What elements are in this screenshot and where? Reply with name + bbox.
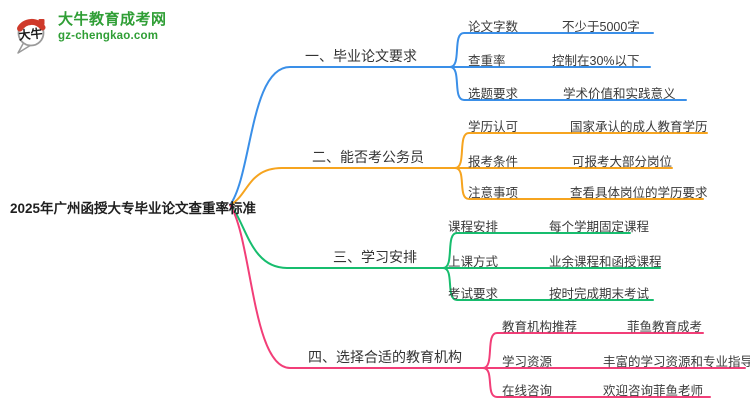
branch-2-item-2-value: 可报考大部分岗位	[572, 155, 673, 169]
branch-3-item-1-value: 每个学期固定课程	[549, 220, 650, 234]
branch-2-item-3-key: 注意事项	[468, 186, 519, 200]
branch-4-item-1-value: 菲鱼教育成考	[627, 320, 703, 334]
branch-2-item-3-value: 查看具体岗位的学历要求	[570, 186, 708, 200]
branch-1-item-2-key: 查重率	[468, 54, 506, 68]
branch-label-3: 三、学习安排	[333, 249, 417, 265]
branch-label-4: 四、选择合适的教育机构	[308, 349, 462, 365]
branch-4-item-1-key: 教育机构推荐	[502, 320, 578, 334]
branch-1-item-1-value: 不少于5000字	[562, 20, 640, 34]
site-logo[interactable]: 大牛 大牛教育成考网 gz-chengkao.com	[13, 11, 167, 60]
branch-3-connectors	[229, 204, 661, 301]
branch-1-connectors	[229, 32, 687, 206]
branch-3-item-3-value: 按时完成期末考试	[549, 287, 650, 301]
branch-3-item-3-key: 考试要求	[448, 287, 499, 301]
branch-1-item-1-key: 论文字数	[468, 20, 519, 34]
branch-1-item-2-value: 控制在30%以下	[552, 54, 640, 68]
branch-3-item-2-value: 业余课程和函授课程	[549, 255, 662, 269]
logo-bubble-icon: 大牛	[17, 18, 46, 54]
branch-2-item-1-value: 国家承认的成人教育学历	[570, 120, 708, 134]
branch-4-item-2-key: 学习资源	[502, 355, 553, 369]
central-topic: 2025年广州函授大专毕业论文查重率标准	[10, 201, 257, 216]
branch-label-2: 二、能否考公务员	[312, 149, 424, 165]
branch-4-item-3-value: 欢迎咨询菲鱼老师	[603, 384, 704, 398]
branch-2-connectors	[229, 132, 708, 206]
branch-4-item-2-value: 丰富的学习资源和专业指导	[603, 355, 750, 369]
branch-3-item-1-key: 课程安排	[448, 220, 499, 234]
branch-label-1: 一、毕业论文要求	[305, 48, 417, 64]
branch-1-item-3-key: 选题要求	[468, 87, 519, 101]
branch-4-item-3-key: 在线咨询	[502, 384, 553, 398]
logo-text-block: 大牛教育成考网 gz-chengkao.com	[58, 11, 167, 42]
branch-2-item-1-key: 学历认可	[468, 120, 519, 134]
logo-title: 大牛教育成考网	[58, 11, 167, 28]
branch-2-item-2-key: 报考条件	[468, 155, 519, 169]
branch-4-connectors	[229, 204, 746, 398]
branch-1-item-3-value: 学术价值和实践意义	[563, 87, 676, 101]
logo-domain: gz-chengkao.com	[58, 29, 159, 42]
logo-bubble-text: 大牛	[18, 25, 43, 42]
branch-3-item-2-key: 上课方式	[448, 255, 499, 269]
